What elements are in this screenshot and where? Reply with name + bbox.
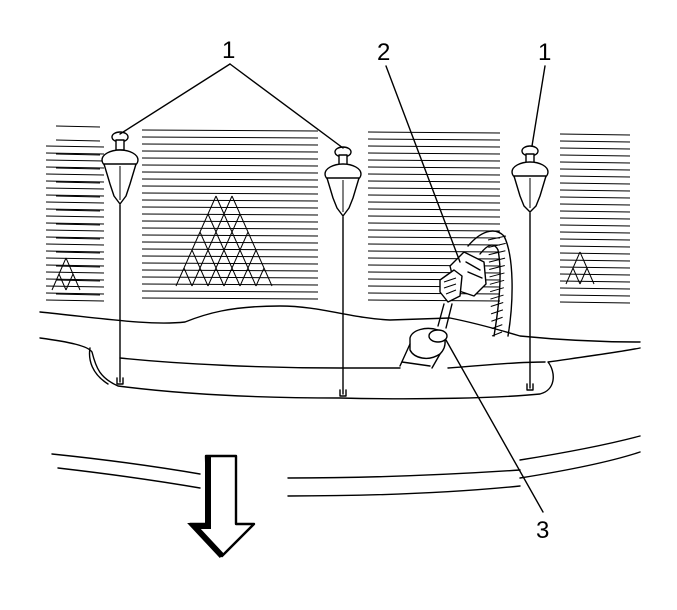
sensor-component bbox=[399, 303, 453, 369]
fascia-curves bbox=[51, 435, 641, 497]
push-pin-retainer bbox=[511, 145, 549, 391]
callout-1-left: 1 bbox=[222, 37, 235, 64]
callout-leaders bbox=[119, 63, 546, 513]
callout-1-right: 1 bbox=[538, 39, 551, 66]
electrical-connector bbox=[439, 251, 487, 303]
panel-hatching bbox=[45, 125, 631, 304]
wiring-harness bbox=[467, 230, 513, 337]
callout-3: 3 bbox=[536, 517, 549, 544]
push-pin-retainer bbox=[101, 131, 139, 385]
push-pin-retainer bbox=[324, 146, 362, 397]
callout-2: 2 bbox=[377, 39, 390, 66]
down-arrow-icon bbox=[187, 454, 256, 559]
panel-texture-marks bbox=[51, 195, 595, 291]
panel-lower-edge bbox=[39, 305, 641, 400]
